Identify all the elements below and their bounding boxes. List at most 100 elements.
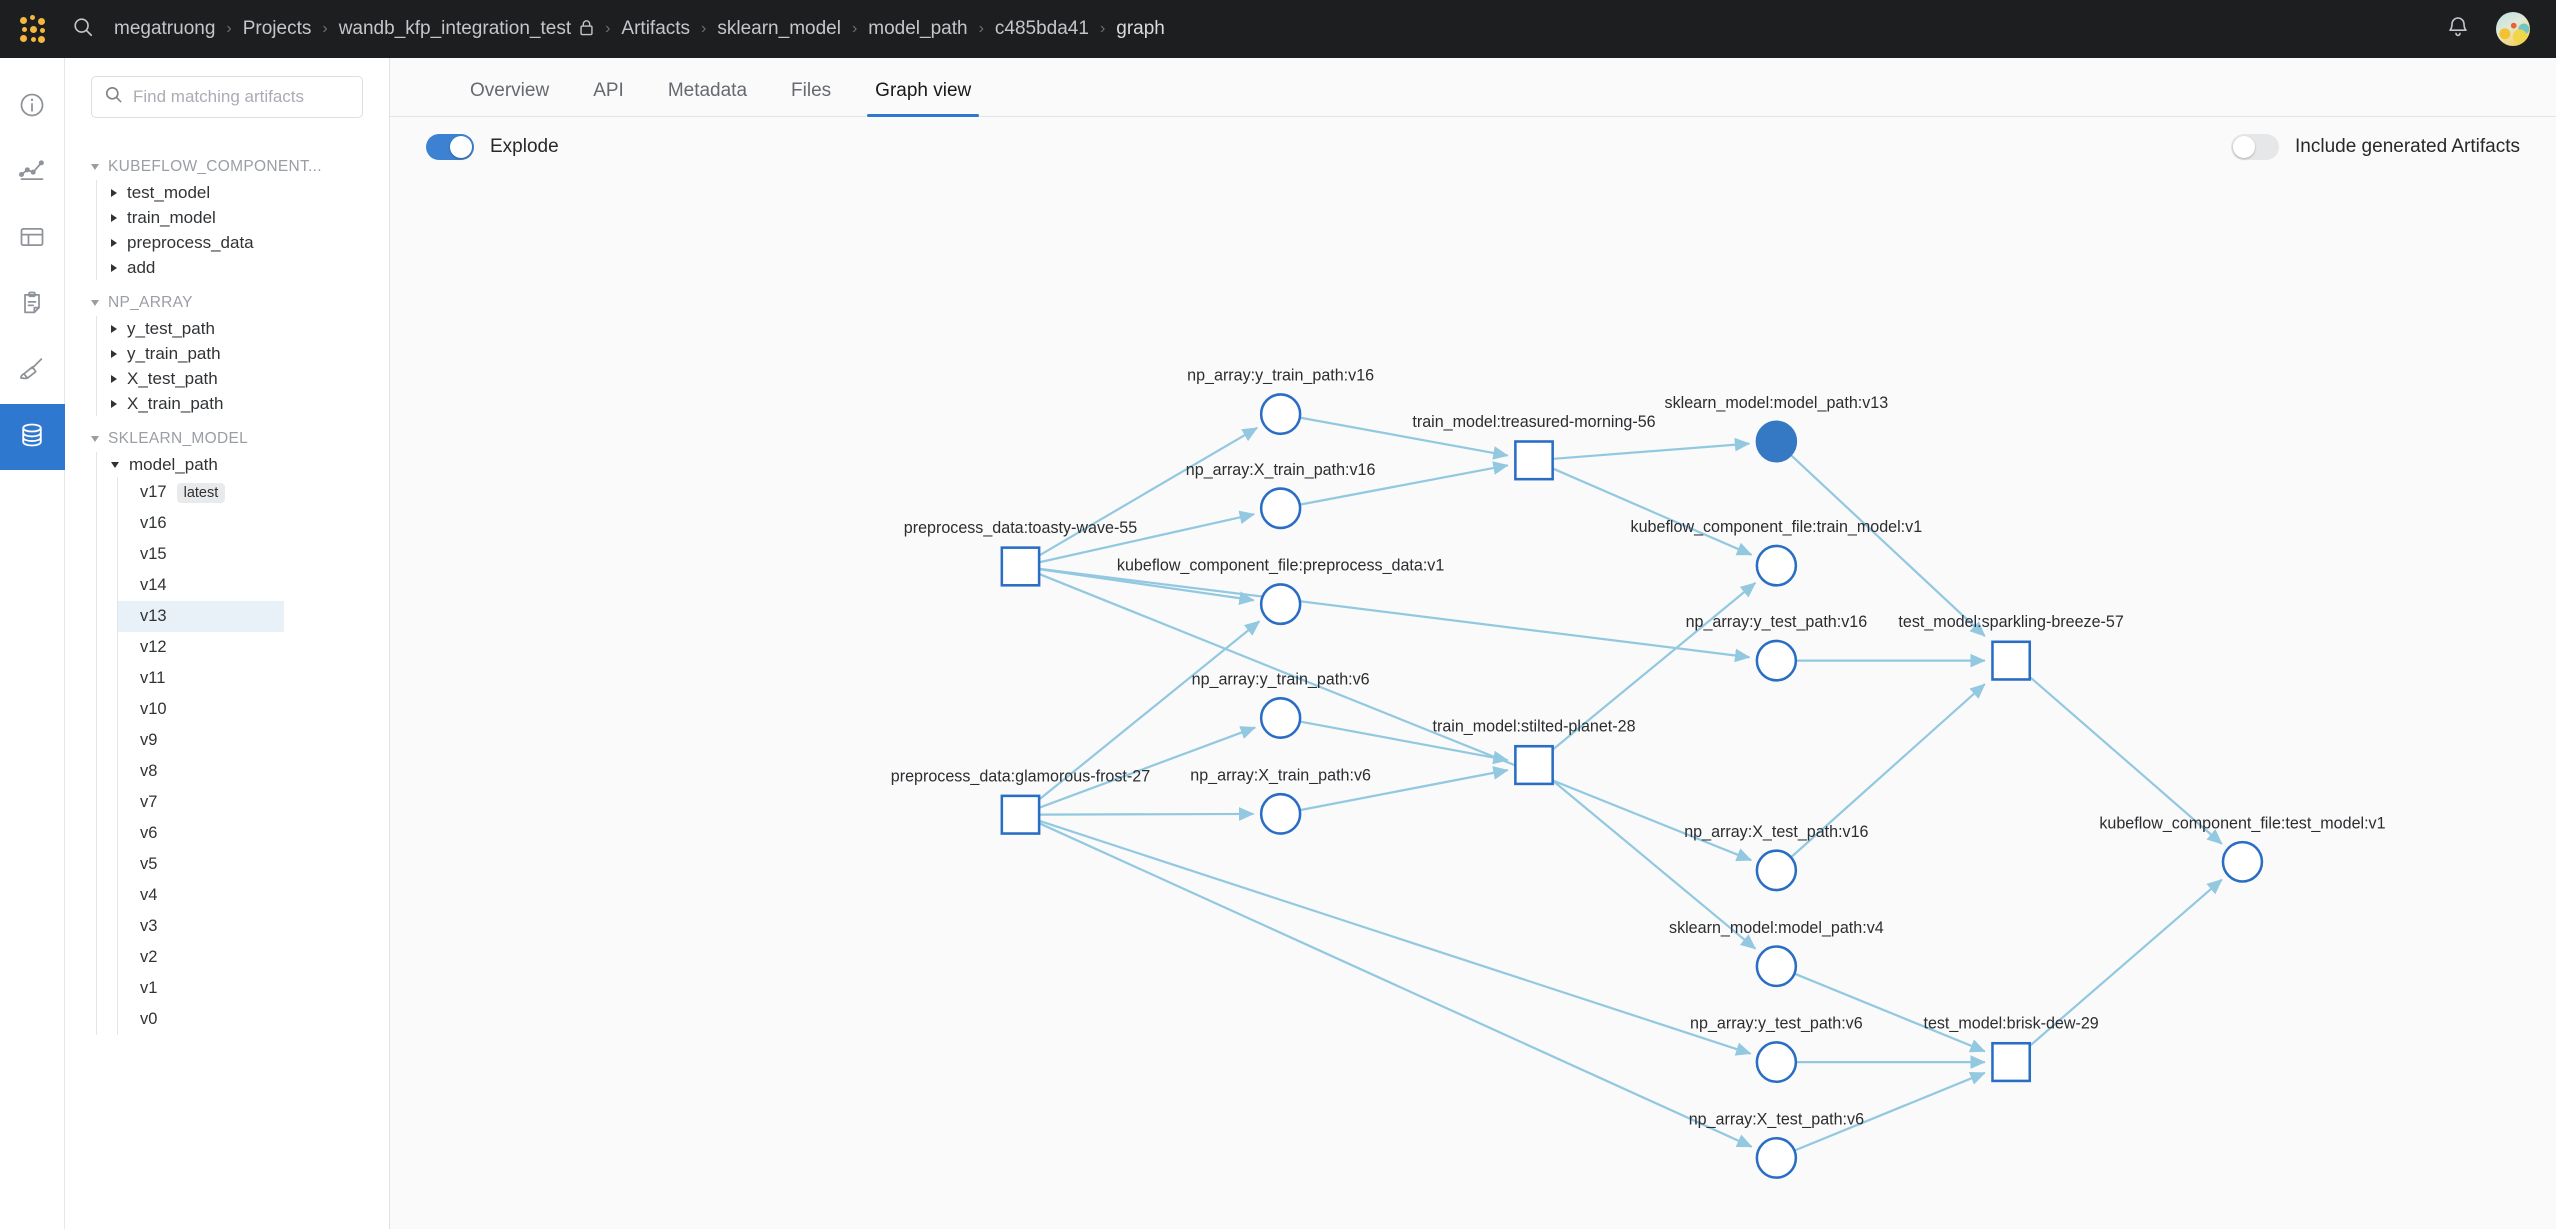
tab-api[interactable]: API	[593, 80, 624, 101]
graph-edge	[1300, 416, 1509, 460]
avatar[interactable]	[2496, 12, 2530, 46]
artifact-version-v7[interactable]: v7	[118, 787, 284, 818]
artifact-version-label: v0	[140, 1010, 158, 1028]
explode-toggle[interactable]: Explode	[426, 134, 559, 160]
tab-graph-view[interactable]: Graph view	[853, 80, 993, 117]
breadcrumb-item-artifacts[interactable]: Artifacts	[621, 18, 691, 39]
rail-item-reports[interactable]	[0, 272, 65, 338]
explode-toggle-switch[interactable]	[426, 134, 474, 160]
graph-node-xte16[interactable]	[1755, 849, 1798, 892]
artifact-item-preprocess_data[interactable]: preprocess_data	[97, 230, 389, 255]
artifact-version-v6[interactable]: v6	[118, 818, 284, 849]
rail-item-table[interactable]	[0, 206, 65, 272]
graph-edge	[1039, 726, 1257, 809]
chevron-right-icon[interactable]	[111, 188, 117, 197]
artifact-group-sklearn-model[interactable]: SKLEARN_MODEL	[91, 430, 389, 448]
graph-node-kcftr1[interactable]	[1755, 544, 1798, 587]
artifact-group-kubeflow-component-[interactable]: KUBEFLOW_COMPONENT...	[91, 158, 389, 176]
tab-files[interactable]: Files	[791, 80, 832, 101]
graph-node-pp55[interactable]	[1000, 546, 1041, 587]
artifact-version-v1[interactable]: v1	[118, 973, 284, 1004]
chevron-right-icon[interactable]	[111, 399, 117, 408]
graph-node-yte6[interactable]	[1755, 1041, 1798, 1084]
graph-node-pp27[interactable]	[1000, 794, 1041, 835]
breadcrumb-item-graph[interactable]: graph	[1116, 18, 1165, 39]
artifact-version-v11[interactable]: v11	[118, 663, 284, 694]
artifact-item-y_train_path[interactable]: y_train_path	[97, 341, 389, 366]
artifact-version-v3[interactable]: v3	[118, 911, 284, 942]
rail-item-sweeps[interactable]	[0, 338, 65, 404]
chevron-down-icon[interactable]	[111, 461, 119, 468]
artifact-version-v16[interactable]: v16	[118, 508, 284, 539]
breadcrumb-item-wandb-kfp-integration-test[interactable]: wandb_kfp_integration_test	[339, 18, 594, 40]
graph-node-smv13[interactable]	[1755, 420, 1798, 463]
artifact-item-test_model[interactable]: test_model	[97, 180, 389, 205]
breadcrumb-separator: ›	[226, 20, 232, 37]
breadcrumb-item-sklearn-model[interactable]: sklearn_model	[717, 18, 841, 39]
graph-node-ytr6[interactable]	[1259, 697, 1302, 739]
artifact-version-v8[interactable]: v8	[118, 756, 284, 787]
rail-item-charts[interactable]	[0, 140, 65, 206]
chevron-right-icon[interactable]	[111, 349, 117, 358]
artifact-lineage-graph[interactable]: preprocess_data:toasty-wave-55preprocess…	[390, 177, 2556, 1229]
artifact-item-X_test_path[interactable]: X_test_path	[97, 366, 389, 391]
artifact-version-v13[interactable]: v13	[118, 601, 284, 632]
artifact-version-v4[interactable]: v4	[118, 880, 284, 911]
breadcrumb-item-megatruong[interactable]: megatruong	[114, 18, 216, 39]
artifact-item-add[interactable]: add	[97, 255, 389, 280]
artifact-version-v2[interactable]: v2	[118, 942, 284, 973]
artifact-version-v14[interactable]: v14	[118, 570, 284, 601]
graph-edge	[1039, 620, 1261, 800]
artifact-version-v10[interactable]: v10	[118, 694, 284, 725]
notifications-bell-icon[interactable]	[2446, 15, 2470, 44]
graph-node-yte16[interactable]	[1755, 639, 1798, 682]
graph-node-tm28[interactable]	[1514, 744, 1554, 786]
graph-node-xtr16[interactable]	[1259, 487, 1302, 530]
artifact-version-v0[interactable]: v0	[118, 1004, 284, 1035]
search-icon[interactable]	[72, 16, 94, 43]
graph-node-tm56[interactable]	[1514, 440, 1554, 481]
breadcrumb-separator: ›	[978, 20, 984, 37]
graph-node-te29[interactable]	[1991, 1041, 2032, 1083]
chevron-right-icon[interactable]	[111, 374, 117, 383]
chevron-right-icon[interactable]	[111, 263, 117, 272]
graph-node-label: sklearn_model:model_path:v4	[1669, 919, 1884, 937]
graph-node-smv4[interactable]	[1755, 945, 1798, 988]
artifact-item-model_path[interactable]: model_path	[97, 452, 389, 477]
chevron-right-icon[interactable]	[111, 213, 117, 222]
graph-node-xtr6[interactable]	[1259, 792, 1302, 835]
breadcrumb-separator: ›	[605, 20, 611, 37]
chevron-right-icon[interactable]	[111, 238, 117, 247]
artifact-version-v15[interactable]: v15	[118, 539, 284, 570]
artifact-item-X_train_path[interactable]: X_train_path	[97, 391, 389, 416]
artifact-search-box[interactable]	[91, 76, 363, 118]
tab-metadata[interactable]: Metadata	[667, 80, 748, 101]
search-input[interactable]	[133, 87, 350, 107]
artifact-item-train_model[interactable]: train_model	[97, 205, 389, 230]
artifact-group-np-array[interactable]: NP_ARRAY	[91, 294, 389, 312]
apps-grid-icon[interactable]	[18, 14, 48, 44]
tab-overview[interactable]: Overview	[470, 80, 550, 101]
artifact-version-v9[interactable]: v9	[118, 725, 284, 756]
artifact-version-v5[interactable]: v5	[118, 849, 284, 880]
graph-node-te57[interactable]	[1991, 640, 2032, 681]
graph-edge	[1553, 437, 1751, 460]
breadcrumb-item-projects[interactable]: Projects	[242, 18, 312, 39]
artifact-version-v12[interactable]: v12	[118, 632, 284, 663]
graph-node-xte6[interactable]	[1755, 1136, 1798, 1179]
include-generated-artifacts-switch[interactable]	[2231, 134, 2280, 160]
rail-item-artifacts[interactable]	[0, 404, 65, 470]
chevron-right-icon[interactable]	[111, 324, 117, 333]
rail-item-info[interactable]	[0, 74, 65, 140]
graph-node-kcfpp1[interactable]	[1259, 583, 1302, 626]
include-generated-artifacts-label: Include generated Artifacts	[2295, 136, 2520, 157]
graph-node-ytr16[interactable]	[1259, 393, 1302, 436]
graph-node-kcfte1[interactable]	[2221, 840, 2264, 883]
artifact-version-label: v3	[140, 917, 158, 935]
breadcrumb-item-c485bda41[interactable]: c485bda41	[994, 18, 1089, 39]
include-generated-artifacts-toggle[interactable]: Include generated Artifacts	[2231, 134, 2520, 160]
artifact-item-y_test_path[interactable]: y_test_path	[97, 316, 389, 341]
breadcrumb-item-model-path[interactable]: model_path	[868, 18, 968, 39]
